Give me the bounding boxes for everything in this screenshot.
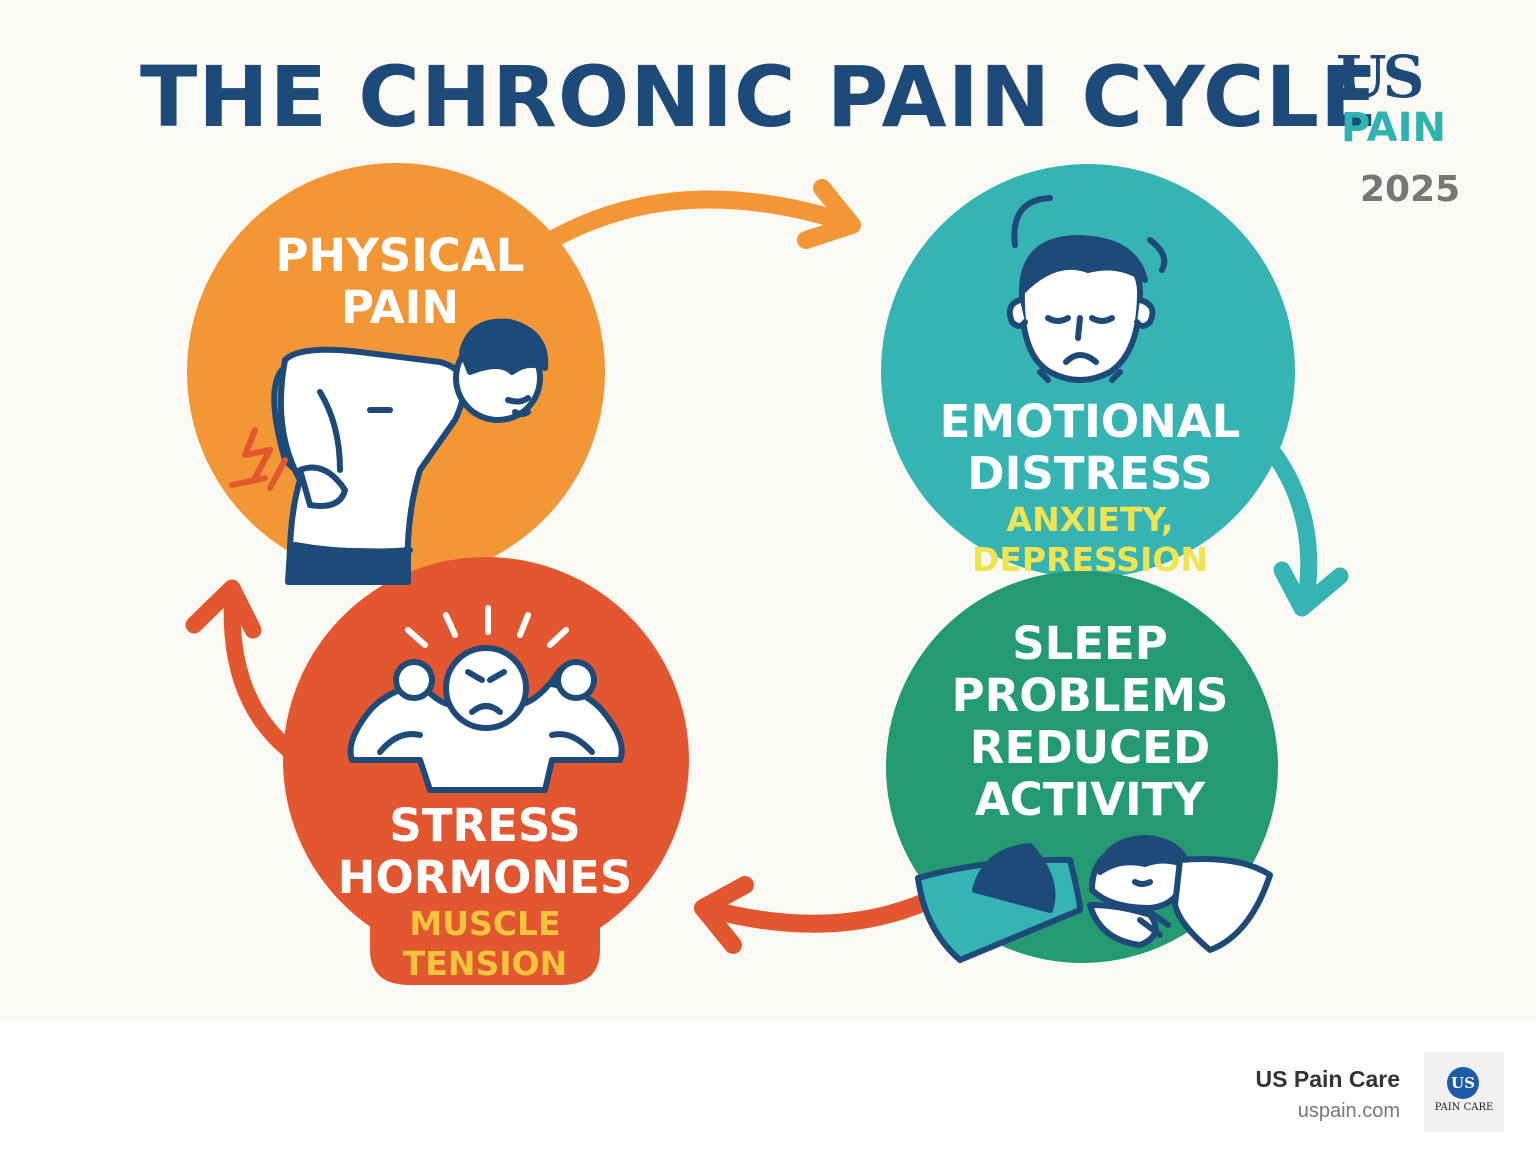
arrow-sleep-to-stress xyxy=(694,876,949,954)
footer-brand-name: US Pain Care xyxy=(1255,1066,1400,1092)
cycle-diagram xyxy=(185,163,1349,985)
back-pain-person-icon xyxy=(271,318,549,585)
brand-logo-pain: PAIN xyxy=(1341,105,1446,151)
brand-logo-year: 2025 xyxy=(1360,169,1461,210)
stage-label-line: PAIN xyxy=(340,281,460,334)
stage-label-sleep: SLEEP PROBLEMS REDUCED ACTIVITY xyxy=(910,618,1270,826)
footer-logo-text: PAIN CARE xyxy=(1434,1102,1494,1113)
pain-spark-icon xyxy=(229,427,288,491)
stage-label-line: REDUCED xyxy=(969,721,1211,774)
stage-label-line: ACTIVITY xyxy=(974,773,1206,826)
stage-label-physical: PHYSICAL PAIN xyxy=(250,230,550,334)
arrow-emotional-to-sleep xyxy=(1266,446,1349,617)
stage-sublabel-line: DEPRESSION xyxy=(971,540,1209,579)
footer-logo: US PAIN CARE xyxy=(1424,1052,1504,1132)
angry-flexing-person-icon xyxy=(347,605,625,793)
sleeping-person-icon xyxy=(915,835,1273,963)
stage-label-line: HORMONES xyxy=(337,851,633,904)
stage-label-emotional: EMOTIONAL DISTRESS ANXIETY, DEPRESSION xyxy=(900,396,1280,580)
stage-sublabel-line: TENSION xyxy=(402,944,568,983)
arrow-physical-to-emotional xyxy=(546,179,861,249)
sad-face-icon xyxy=(1006,195,1168,383)
arrow-stress-to-physical xyxy=(185,579,301,761)
stage-sublabel-line: ANXIETY, xyxy=(1006,500,1174,539)
stage-label-stress: STRESS HORMONES MUSCLE TENSION xyxy=(310,800,660,984)
infographic-canvas: THE CHRONIC PAIN CYCLE US PAIN 2025 PHYS… xyxy=(0,0,1536,1022)
footer-logo-mark: US xyxy=(1447,1067,1479,1099)
brand-logo-us: US xyxy=(1336,43,1424,111)
page-title: THE CHRONIC PAIN CYCLE xyxy=(140,48,1379,146)
stage-label-line: PHYSICAL xyxy=(275,229,525,282)
stage-label-line: SLEEP xyxy=(1012,617,1168,670)
stage-circle-stress-tab xyxy=(370,900,600,985)
attribution-footer: US Pain Care uspain.com US PAIN CARE xyxy=(0,1022,1536,1154)
stage-label-line: PROBLEMS xyxy=(951,669,1229,722)
stage-sublabel-line: MUSCLE xyxy=(409,904,561,943)
footer-brand-url[interactable]: uspain.com xyxy=(1297,1100,1400,1122)
stage-label-line: STRESS xyxy=(389,799,581,852)
stage-label-line: EMOTIONAL xyxy=(939,395,1241,448)
stage-label-line: DISTRESS xyxy=(967,447,1213,500)
